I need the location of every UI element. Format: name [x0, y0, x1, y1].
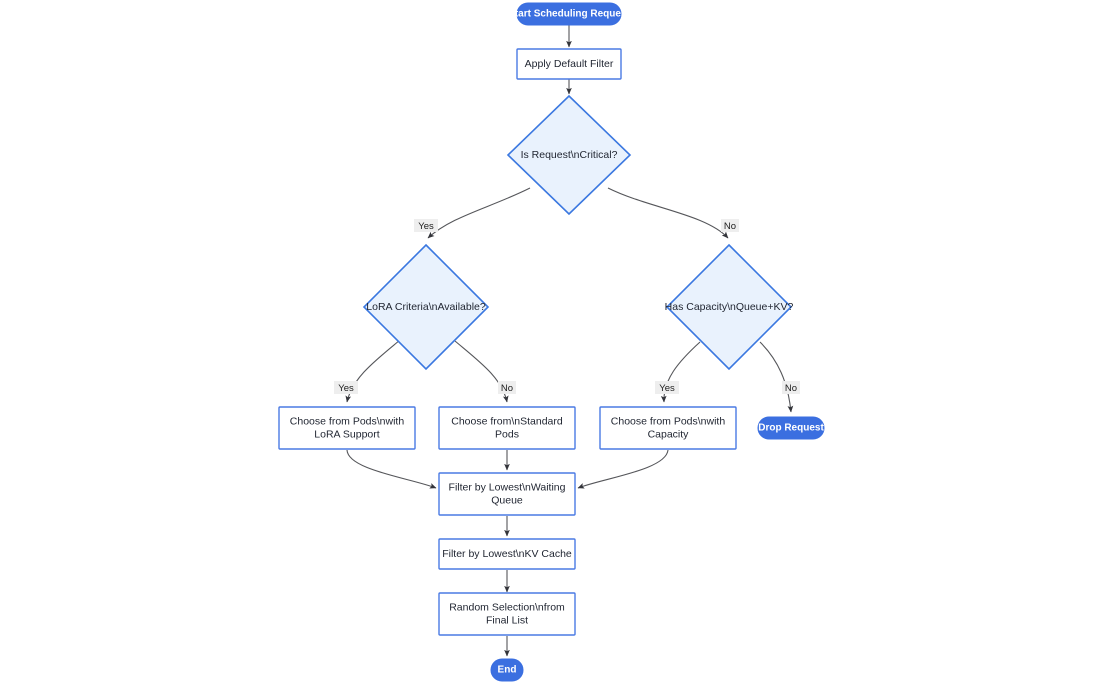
node-shape-rect — [599, 406, 737, 450]
node-shape-stadium — [757, 416, 825, 440]
edge-label-text: Yes — [338, 383, 354, 394]
node-drop_request[interactable]: Drop Request — [757, 416, 825, 440]
edge-is_request_critical-to-has_capacity_queue_kv — [607, 187, 729, 239]
edge-label-text: Yes — [418, 221, 434, 232]
edge-has_capacity_queue_kv-to-choose_pods_with_capacity — [660, 341, 701, 403]
node-label: Choose from\nStandard — [451, 415, 563, 427]
node-label: Start Scheduling Request — [508, 9, 630, 20]
edge-label-background — [498, 381, 516, 394]
edge-label-background — [655, 381, 679, 394]
node-label: Random Selection\nfrom — [449, 601, 565, 613]
node-filter_lowest_kv_cache[interactable]: Filter by Lowest\nKV Cache — [438, 538, 576, 570]
edge-label-text: No — [724, 221, 736, 232]
edge-label-background — [334, 381, 358, 394]
edge-label-e7: Yes — [655, 381, 679, 394]
edge-label-e3: Yes — [414, 219, 438, 232]
node-label: Pods — [495, 428, 519, 440]
edge-choose_pods_with_capacity-to-filter_lowest_waiting_queue — [577, 449, 669, 489]
edge-label-background — [721, 219, 739, 232]
node-shape-rect — [438, 472, 576, 516]
node-end[interactable]: End — [490, 658, 524, 682]
node-apply_default_filter[interactable]: Apply Default Filter — [516, 48, 622, 80]
node-shape-rect — [438, 538, 576, 570]
node-label: Capacity — [648, 428, 690, 440]
node-label: Choose from Pods\nwith — [290, 415, 405, 427]
node-shape-rect — [516, 48, 622, 80]
node-label: Choose from Pods\nwith — [611, 415, 726, 427]
node-label: Filter by Lowest\nKV Cache — [442, 548, 572, 560]
edge-label-e5: Yes — [334, 381, 358, 394]
edge-label-text: No — [785, 383, 797, 394]
node-lora_criteria_available[interactable]: LoRA Criteria\nAvailable? — [362, 243, 490, 371]
edge-label-text: Yes — [659, 383, 675, 394]
edge-label-text: No — [501, 383, 513, 394]
edge-label-e8: No — [782, 381, 800, 394]
node-label: Has Capacity\nQueue+KV? — [665, 301, 794, 313]
edge-lora_criteria_available-to-choose_pods_lora_support — [345, 339, 401, 403]
node-label: Filter by Lowest\nWaiting — [449, 481, 566, 493]
edge-label-e6: No — [498, 381, 516, 394]
edge-choose_pods_lora_support-to-filter_lowest_waiting_queue — [346, 449, 437, 489]
node-label: Final List — [486, 614, 528, 626]
node-shape-diamond — [665, 243, 793, 371]
node-shape-rect — [278, 406, 416, 450]
edge-label-e4: No — [721, 219, 739, 232]
node-label: LoRA Support — [314, 428, 379, 440]
node-shape-rect — [438, 592, 576, 636]
node-shape-stadium — [490, 658, 524, 682]
node-shape-diamond — [362, 243, 490, 371]
node-has_capacity_queue_kv[interactable]: Has Capacity\nQueue+KV? — [665, 243, 794, 371]
node-shape-rect — [438, 406, 576, 450]
node-start[interactable]: Start Scheduling Request — [508, 2, 631, 26]
node-label: End — [498, 665, 517, 676]
node-label: Drop Request — [758, 423, 824, 434]
node-label: LoRA Criteria\nAvailable? — [366, 301, 486, 313]
edges-layer — [345, 25, 794, 657]
node-label: Queue — [491, 494, 523, 506]
node-shape-stadium — [516, 2, 622, 26]
edge-label-background — [782, 381, 800, 394]
edge-label-background — [414, 219, 438, 232]
node-shape-diamond — [506, 94, 632, 216]
edge-lora_criteria_available-to-choose_standard_pods — [454, 340, 509, 403]
edge-is_request_critical-to-lora_criteria_available — [427, 187, 531, 239]
node-is_request_critical[interactable]: Is Request\nCritical? — [506, 94, 632, 216]
node-label: Apply Default Filter — [525, 58, 614, 70]
node-label: Is Request\nCritical? — [521, 149, 618, 161]
edge-has_capacity_queue_kv-to-drop_request — [759, 341, 794, 413]
